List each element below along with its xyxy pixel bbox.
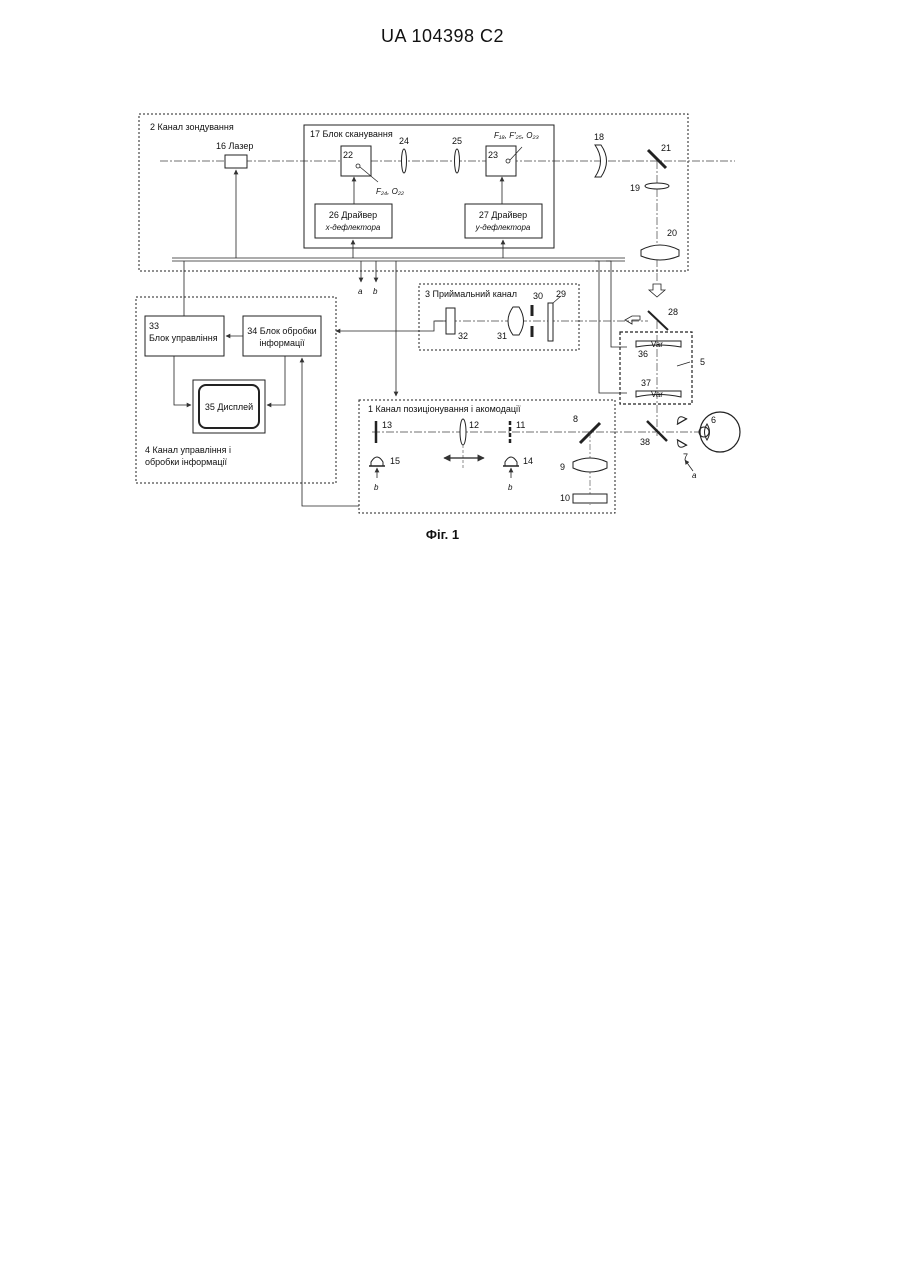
x-driver-label-2: x-дефлектора: [325, 223, 381, 232]
display-label: 35 Дисплей: [205, 402, 253, 412]
processing-block-label-1: 34 Блок обробки: [247, 326, 316, 336]
control-channel-label-1: 4 Канал управління і: [145, 445, 231, 455]
aperture-30-label: 30: [533, 291, 543, 301]
laser-label: 16 Лазер: [216, 141, 253, 151]
y-driver-label-2: y-дефлектора: [475, 223, 531, 232]
lens-31: [508, 307, 524, 335]
y-deflector-label: 23: [488, 150, 498, 160]
lens-12-label: 12: [469, 420, 479, 430]
lens-24: [402, 149, 407, 173]
y-driver-label-1: 27 Драйвер: [479, 210, 527, 220]
probe-channel-frame: [139, 114, 688, 271]
mirror-38-label: 38: [640, 437, 650, 447]
lens-31-label: 31: [497, 331, 507, 341]
mirror-28-label: 28: [668, 307, 678, 317]
figure-caption: Фіг. 1: [0, 527, 885, 542]
receive-channel-label: 3 Приймальний канал: [425, 289, 517, 299]
probe-channel-label: 2 Канал зондування: [150, 122, 234, 132]
detector-32: [446, 308, 455, 334]
lens-37-label: 37: [641, 378, 651, 388]
lens-25-label: 25: [452, 136, 462, 146]
detector-32-label: 32: [458, 331, 468, 341]
lens-9: [573, 458, 607, 472]
control-block-num: 33: [149, 321, 159, 331]
camera-10-label: 10: [560, 493, 570, 503]
control-block-label: Блок управління: [149, 333, 218, 343]
lens-25: [455, 149, 460, 173]
lens-20-label: 20: [667, 228, 677, 238]
focus-label-18: F₁₈, F′₂₅, O₂₃: [494, 131, 539, 140]
signal-a-label: a: [358, 287, 363, 296]
processing-block-label-2: інформації: [259, 338, 305, 348]
x-deflector-label: 22: [343, 150, 353, 160]
mirror-28: [648, 311, 668, 330]
scan-block-label: 17 Блок сканування: [310, 129, 393, 139]
x-driver-label-1: 26 Драйвер: [329, 210, 377, 220]
lens-9-label: 9: [560, 462, 565, 472]
lens-18-label: 18: [594, 132, 604, 142]
target-11-label: 11: [516, 420, 525, 430]
led-7-signal: a: [692, 471, 697, 480]
mirror-21-label: 21: [661, 143, 671, 153]
mirror-8-label: 8: [573, 414, 578, 424]
eye-6: [699, 412, 740, 452]
filter-29-label: 29: [556, 289, 566, 299]
control-channel-label-2: обробки інформації: [145, 457, 228, 467]
led-15-signal: b: [374, 483, 379, 492]
processing-block-34: [243, 316, 321, 356]
target-13-label: 13: [382, 420, 392, 430]
led-15: [369, 457, 385, 478]
lens-19: [645, 183, 669, 189]
signal-b-label: b: [373, 287, 378, 296]
lens-19-label: 19: [630, 183, 640, 193]
focus-label-24: F₂₄, O₂₂: [376, 187, 404, 196]
lens-36-label: 36: [638, 349, 648, 359]
positioning-channel-label: 1 Канал позиціонування і акомодації: [368, 404, 521, 414]
lens-20: [641, 245, 679, 260]
module-5-label: 5: [700, 357, 705, 367]
lens-12: [460, 419, 466, 445]
eye-6-label: 6: [711, 415, 716, 425]
led-15-label: 15: [390, 456, 400, 466]
lens-24-label: 24: [399, 136, 409, 146]
optical-block-diagram: 2 Канал зондування 16 Лазер 17 Блок скан…: [0, 0, 885, 540]
led-14-label: 14: [523, 456, 533, 466]
led-14: [503, 457, 519, 478]
camera-10: [573, 494, 607, 503]
filter-29: [548, 303, 553, 341]
laser-box: [225, 155, 247, 168]
led-14-signal: b: [508, 483, 513, 492]
led-7-upper: [674, 414, 687, 424]
led-7-lower: [674, 440, 687, 450]
